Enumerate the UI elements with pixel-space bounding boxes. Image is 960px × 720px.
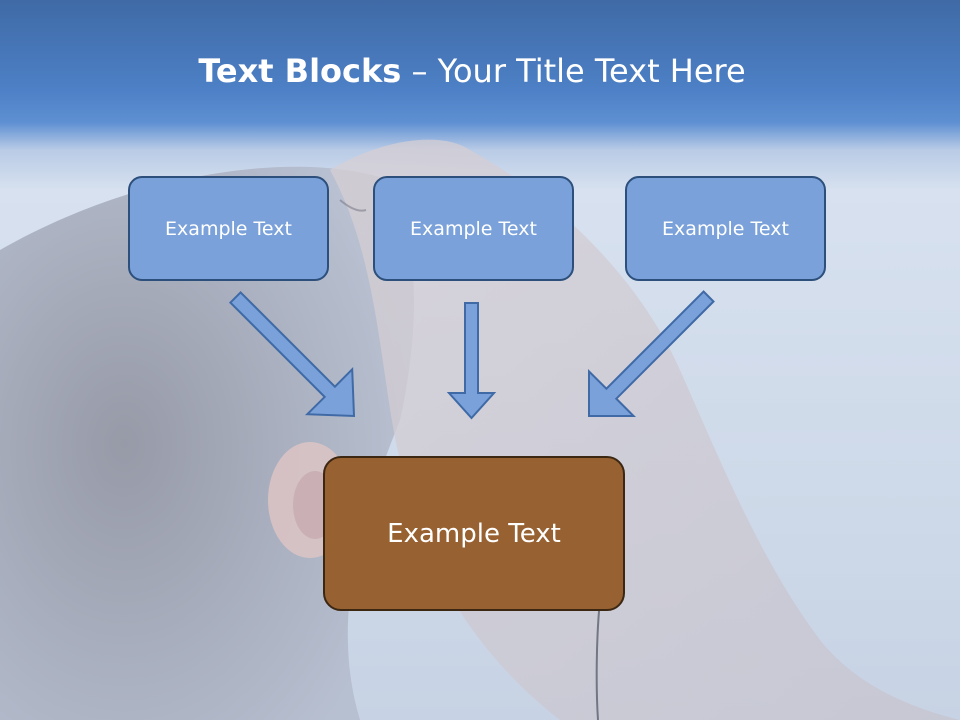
text-block-right[interactable]: Example Text [625, 176, 826, 281]
text-block-center-label: Example Text [410, 217, 537, 240]
text-block-left-label: Example Text [165, 217, 292, 240]
text-block-right-label: Example Text [662, 217, 789, 240]
text-block-main-label: Example Text [387, 518, 561, 549]
text-block-main[interactable]: Example Text [323, 456, 625, 611]
arrow-center-down [446, 302, 497, 420]
arrow-left-diagonal [228, 290, 356, 418]
page-title: Text Blocks – Your Title Text Here [0, 52, 944, 90]
text-block-left[interactable]: Example Text [128, 176, 329, 281]
title-rest-part: – Your Title Text Here [401, 52, 746, 90]
text-block-center[interactable]: Example Text [373, 176, 574, 281]
title-bold-part: Text Blocks [198, 52, 402, 90]
arrow-right-diagonal [588, 290, 715, 417]
